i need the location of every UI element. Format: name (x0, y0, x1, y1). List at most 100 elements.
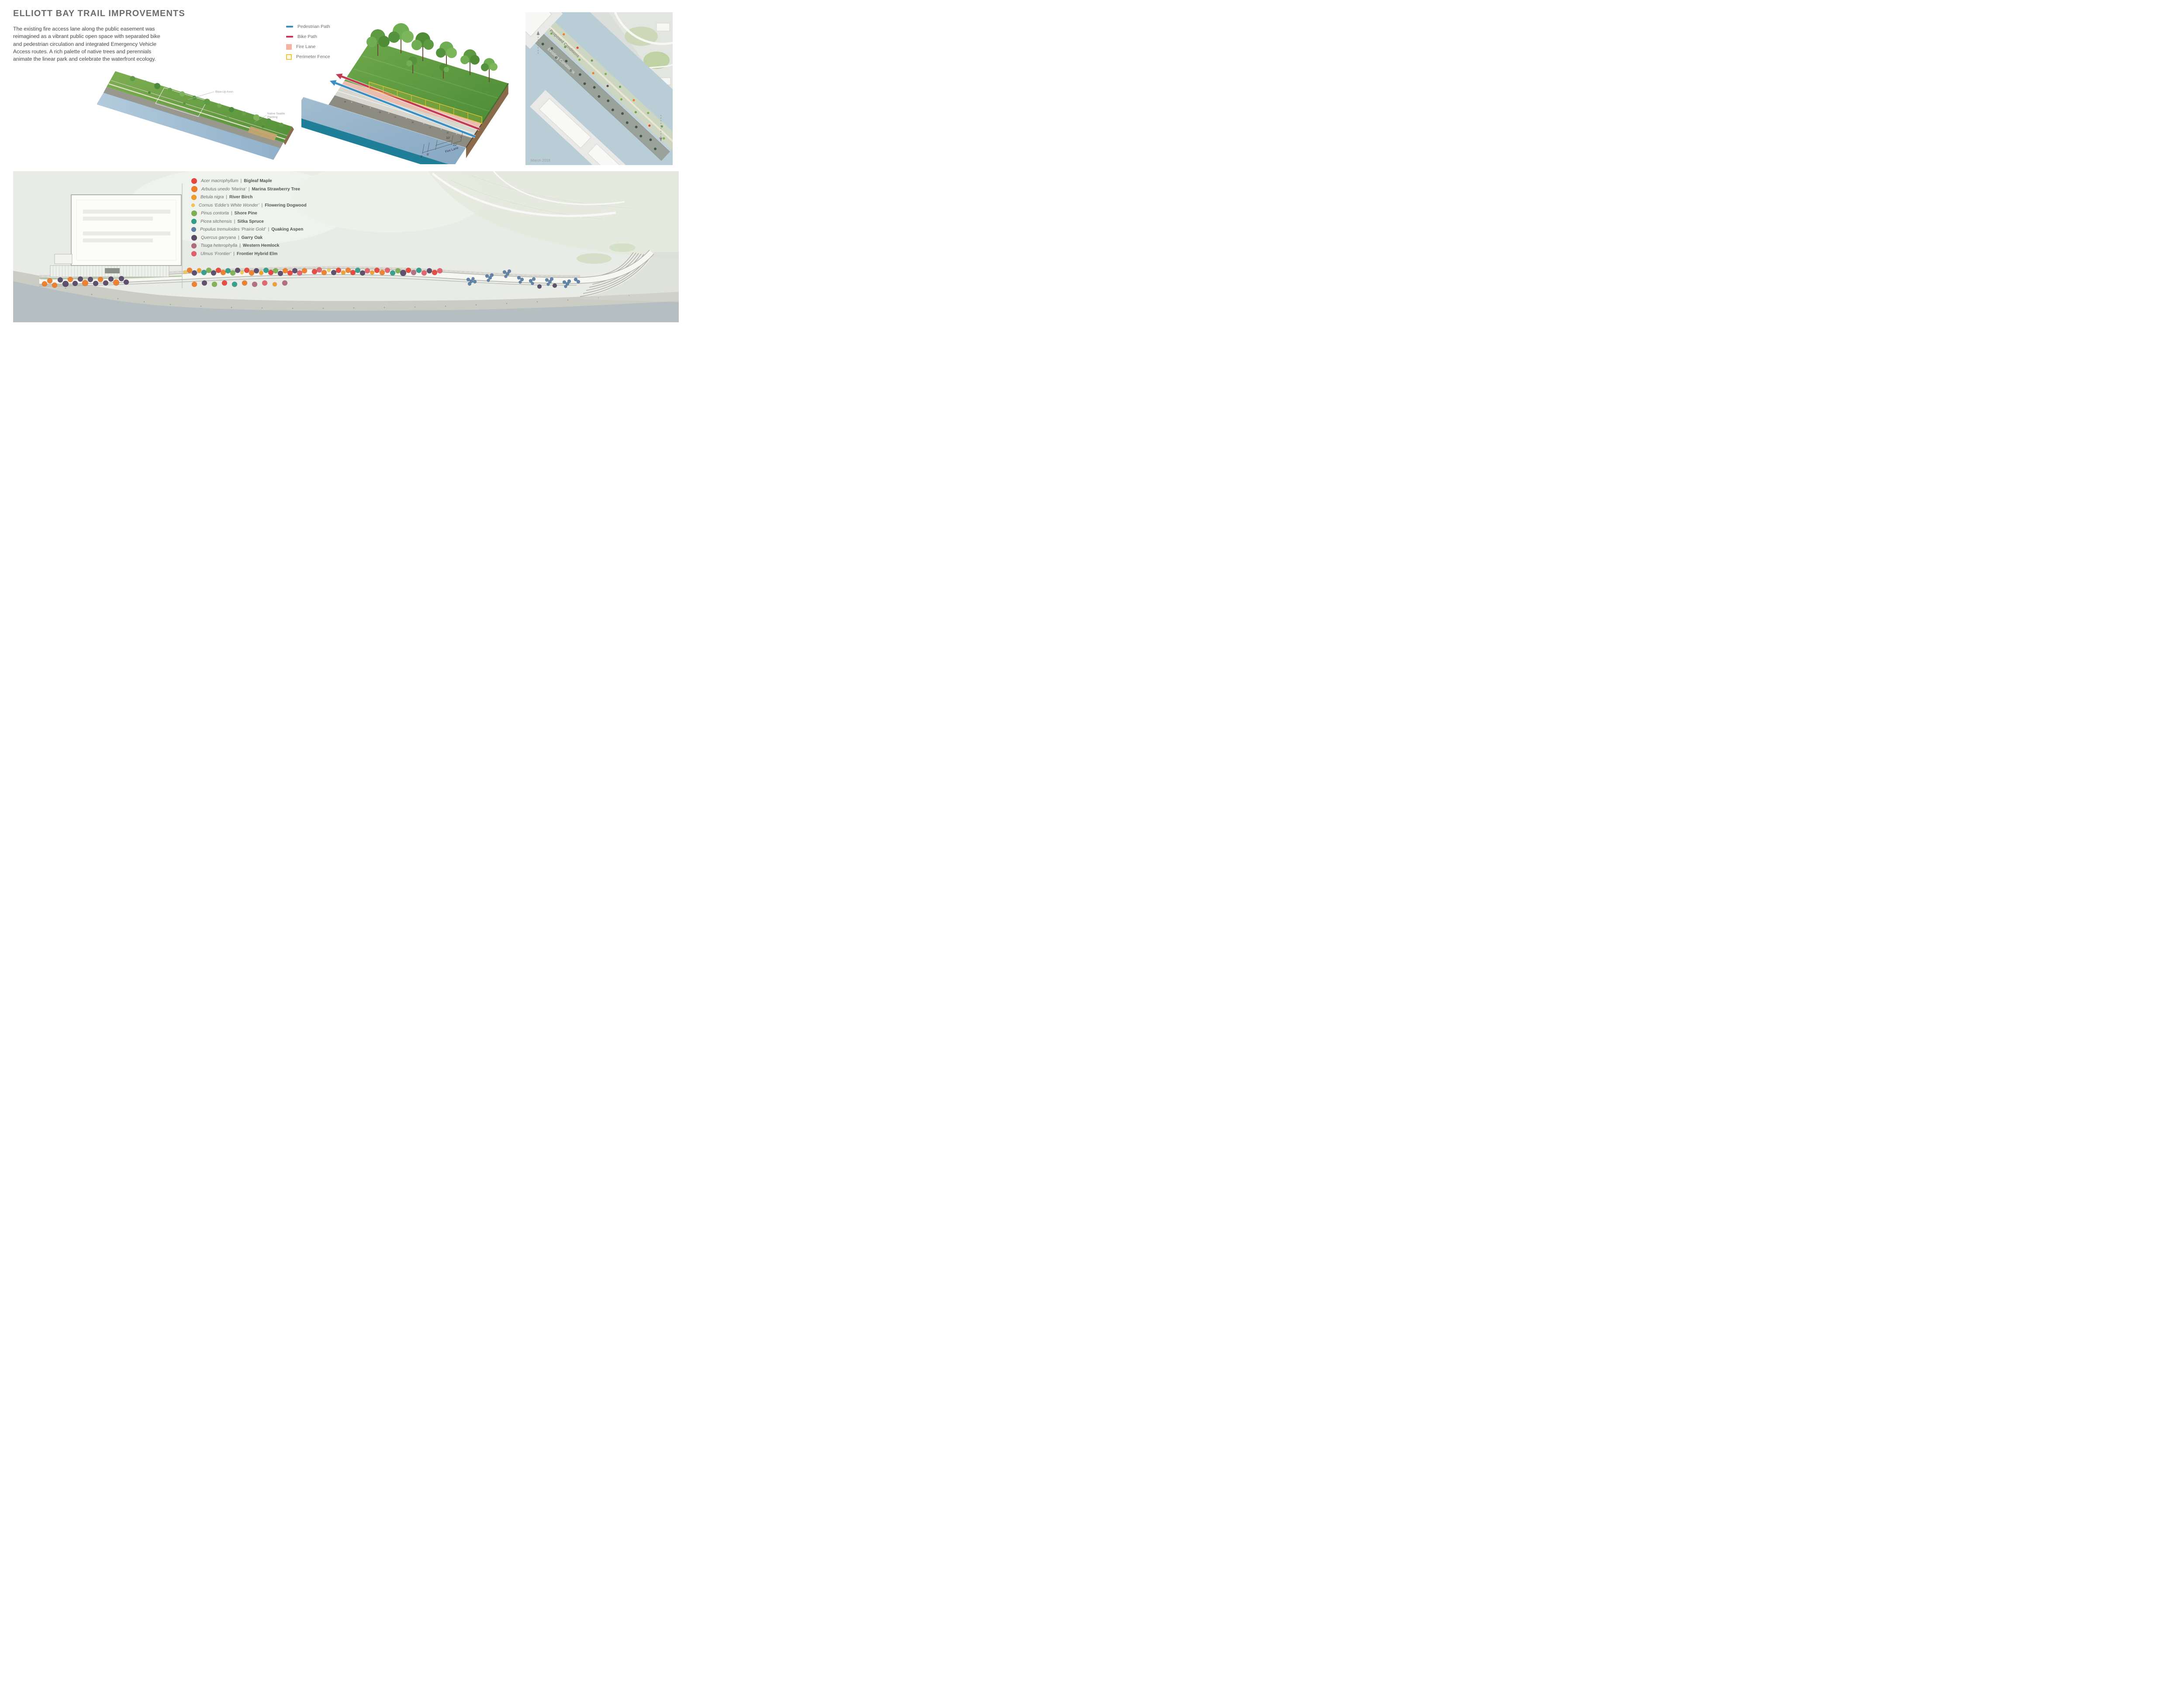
tree-dot-map (374, 267, 380, 273)
tree-dot-map (287, 270, 293, 276)
tree-dot-oak (400, 269, 407, 276)
plant-legend-separator: | (233, 251, 235, 256)
dim-6: 6' (427, 152, 429, 156)
tree-dot-st (52, 282, 58, 288)
plant-latin-name: Tsuga heterophylla (200, 243, 238, 248)
tree-dot-asp (518, 280, 522, 284)
lower-pier (529, 90, 641, 165)
plant-color-dot (191, 227, 196, 232)
tree-dot-oak (191, 270, 197, 276)
plant-latin-name: Pinus contorta (201, 211, 229, 216)
intro-paragraph: The existing fire access lane along the … (13, 26, 160, 62)
lawn-surface (344, 41, 508, 124)
tree-dot-st (345, 267, 351, 273)
path-legend-row: Fire Lane (286, 44, 330, 50)
tree-dot-elm (421, 270, 427, 276)
tree-dot-asp (548, 279, 552, 284)
tree-dot-map (335, 267, 342, 273)
tree-dot-asp (471, 277, 475, 280)
plant-color-dot (191, 210, 197, 216)
tree-dot-bir (197, 268, 202, 273)
plant-legend-separator: | (231, 211, 232, 216)
path-legend-row: Bike Path (286, 34, 330, 40)
tree-dot-asp (504, 275, 508, 278)
dim-3: 3' (420, 155, 423, 159)
tree-dot-oak (277, 270, 283, 276)
tree-dot-asp (485, 274, 489, 278)
tree-dot-asp (520, 277, 524, 282)
aerial-date: March 2018 (531, 158, 550, 162)
tree-dot-oak (57, 277, 63, 283)
tree-dot-asp (469, 279, 473, 283)
tree-dot-map (350, 269, 356, 276)
tree-dot-asp (473, 279, 477, 284)
narrow-water-gap (537, 26, 672, 152)
path-legend-swatch (286, 36, 293, 38)
tree-dot-st (191, 281, 197, 287)
plant-common-name: Marina Strawberry Tree (252, 186, 301, 192)
path-legend-row: Pedestrian Path (286, 24, 330, 30)
rock-slope (328, 95, 473, 148)
page-title: ELLIOTT BAY TRAIL IMPROVEMENTS (13, 9, 185, 18)
tree-dot-st (113, 279, 120, 286)
tree-dot-oak (359, 270, 366, 276)
site-axonometric-rendering: Blow-Up Axon Native Seattle Planting (97, 71, 294, 160)
plant-legend-row: Ulmus ‘Frontier’|Frontier Hybrid Elm (191, 251, 307, 257)
plant-color-dot (191, 194, 197, 200)
plant-legend-row: Arbutus unedo ‘Marina’|Marina Strawberry… (191, 186, 307, 192)
tree-dot-spr (201, 269, 207, 276)
tree-dot-asp (502, 270, 507, 274)
plant-latin-name: Arbutus unedo ‘Marina’ (201, 186, 246, 192)
path-legend-label: Perimeter Fence (296, 54, 330, 59)
bay-and-piers: Proposed Conditions Existing Conditions (525, 12, 673, 165)
plant-common-name: Garry Oak (241, 235, 263, 240)
tree-dot-st (82, 279, 89, 286)
tree-dot-map (221, 280, 228, 286)
building-footprint (71, 194, 182, 266)
tree-dot-pin (206, 267, 212, 273)
tree-dot-st (41, 281, 48, 287)
plant-latin-name: Picea sitchensis (200, 219, 232, 224)
tree-dot-asp (529, 279, 533, 283)
path-legend-swatch (286, 44, 292, 50)
plant-latin-name: Ulmus ‘Frontier’ (200, 251, 232, 256)
path-legend-swatch (286, 54, 292, 60)
plant-common-name: Frontier Hybrid Elm (237, 251, 278, 256)
tree-dot-asp (565, 282, 570, 286)
tree-dot-elm (262, 280, 268, 286)
plant-common-name: Shore Pine (234, 211, 257, 216)
tree-dot-oak (72, 280, 78, 286)
tree-dot-elm (297, 270, 303, 276)
tree-dot-asp (487, 279, 490, 282)
tree-dot-map (215, 267, 221, 273)
tree-dot-oak (93, 280, 99, 286)
dashed-connector-arrows (536, 31, 663, 141)
plant-legend-row: Acer macrophyllum|Bigleaf Maple (191, 178, 307, 184)
dim-22: 22' (453, 143, 457, 147)
path-legend-label: Bike Path (297, 34, 317, 39)
tree-dot-elm (437, 268, 443, 274)
tree-dot-asp (505, 272, 510, 276)
tree-dot-oak (292, 268, 298, 274)
plant-common-name: River Birch (229, 195, 253, 200)
native-planting-label-2: Planting (267, 116, 278, 119)
tree-dot-st (321, 269, 327, 276)
tree-dot-oak (552, 283, 557, 288)
tree-dot-st (67, 276, 73, 283)
tree-dot-oak (201, 280, 207, 286)
bike-path-arrow (335, 73, 480, 131)
tree-dot-st (242, 280, 248, 286)
tree-dot-asp (517, 276, 521, 280)
plant-legend-separator: | (261, 203, 263, 208)
tree-dot-st (220, 269, 226, 276)
tree-dot-asp (466, 277, 470, 282)
plant-legend-row: Betula nigra|River Birch (191, 194, 307, 200)
tree-dot-asp (545, 278, 549, 282)
tree-dot-dog (183, 270, 187, 274)
tree-dot-oak (253, 268, 259, 274)
aerial-plan-graphic: Proposed Conditions Existing Conditions … (525, 12, 673, 165)
pedestrian-path-arrow (329, 80, 476, 138)
tree-dot-oak (331, 269, 337, 276)
